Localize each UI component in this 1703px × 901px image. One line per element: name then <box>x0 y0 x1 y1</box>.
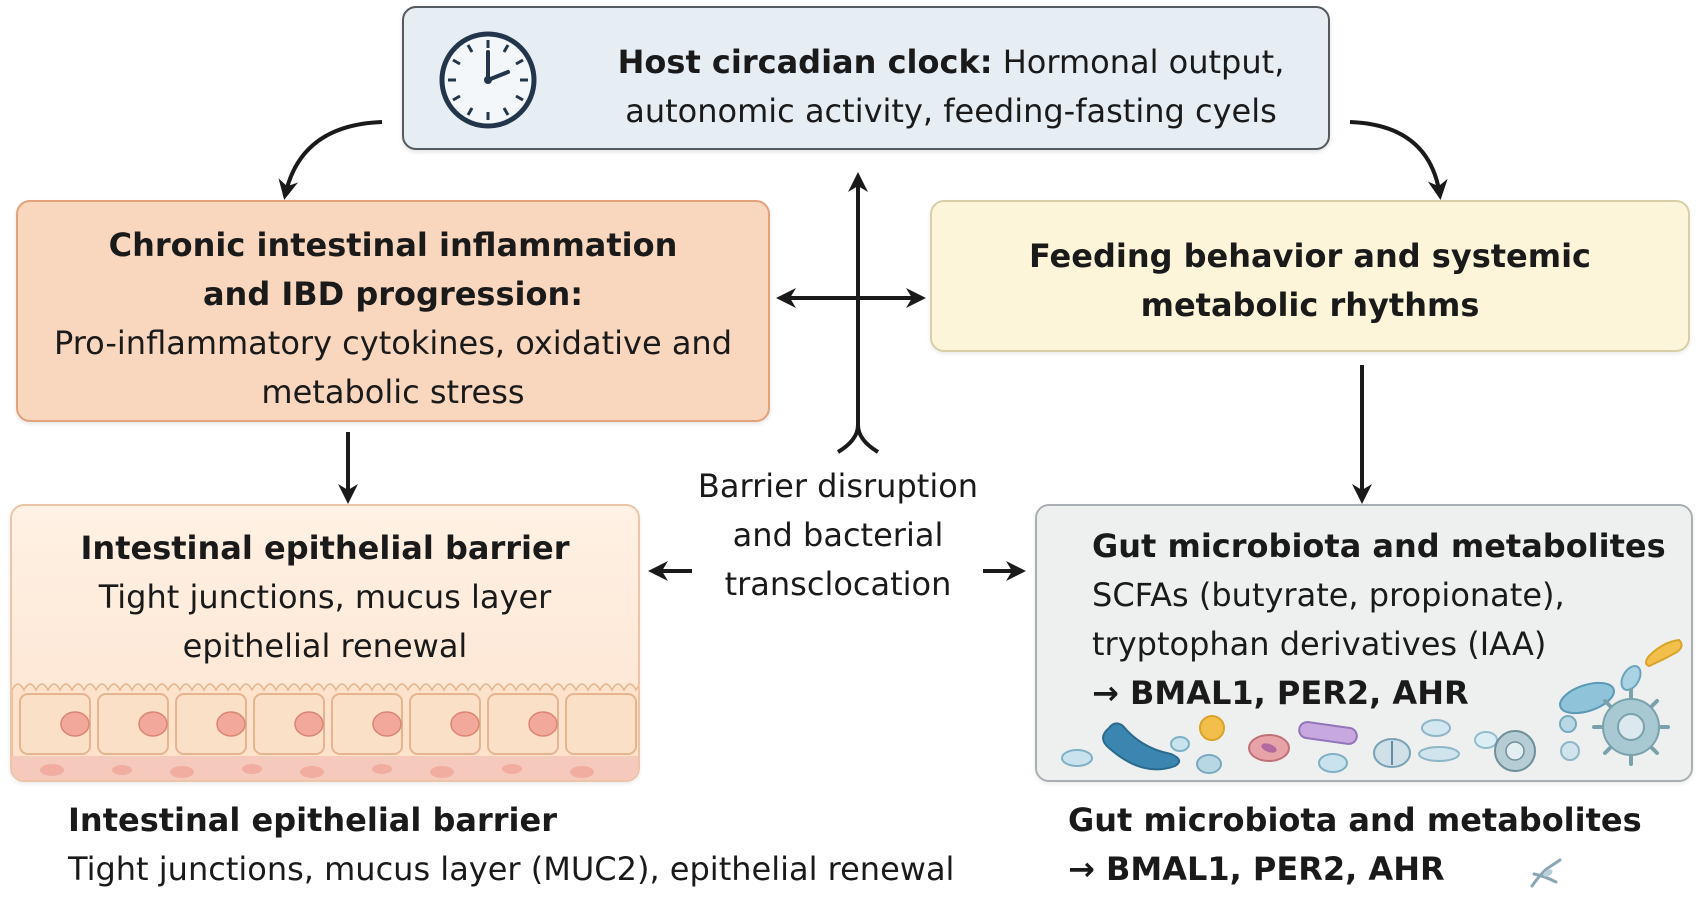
microbiota-box-line2: tryptophan derivatives (IAA) <box>1092 625 1547 663</box>
feeding-title-line1: Feeding behavior and systemic <box>1028 237 1592 275</box>
barrier-box-title: Intestinal epithelial barrier <box>80 529 570 567</box>
barrier-disruption-label: Barrier disruption and bacterial transcl… <box>683 462 993 609</box>
inflammation-box-text: Chronic intestinal inflammation and IBD … <box>18 221 768 417</box>
lower-left-title: Intestinal epithelial barrier <box>68 801 557 839</box>
inflammation-title-line2: and IBD progression: <box>202 275 584 313</box>
barrier-box-text: Intestinal epithelial barrier Tight junc… <box>12 524 638 671</box>
bacterium-icon <box>1530 858 1562 888</box>
clock-box-line2: autonomic activity, feeding-fasting cyel… <box>625 92 1277 130</box>
inflammation-line2: metabolic stress <box>261 373 525 411</box>
barrier-box-line1: Tight junctions, mucus layer <box>98 578 552 616</box>
arrow-clock-to-feeding <box>1349 120 1448 200</box>
arrow-fork-tail <box>836 424 880 454</box>
lower-right-caption: Gut microbiota and metabolites → BMAL1, … <box>1068 796 1642 894</box>
intestinal-epithelial-barrier-box: Intestinal epithelial barrier Tight junc… <box>10 504 640 782</box>
center-label-line2: and bacterial <box>732 516 944 554</box>
feeding-title-line2: metabolic rhythms <box>1140 286 1480 324</box>
microbiota-box-line1: SCFAs (butyrate, propionate), <box>1092 576 1565 614</box>
lower-left-line1: Tight junctions, mucus layer (MUC2), epi… <box>68 850 955 888</box>
feeding-box-text: Feeding behavior and systemic metabolic … <box>932 232 1688 330</box>
microbiota-box-title: Gut microbiota and metabolites <box>1092 527 1666 565</box>
lower-right-line1: → BMAL1, PER2, AHR <box>1068 850 1445 888</box>
inflammation-title-line1: Chronic intestinal inflammation <box>108 226 678 264</box>
microbes-illustration <box>1037 506 1691 780</box>
gut-microbiota-box: Gut microbiota and metabolites SCFAs (bu… <box>1035 504 1693 782</box>
clock-icon <box>439 31 537 129</box>
arrow-clock-to-inflammation <box>278 120 383 200</box>
epithelial-cells-illustration <box>12 506 638 780</box>
feeding-behavior-box: Feeding behavior and systemic metabolic … <box>930 200 1690 352</box>
lower-left-caption: Intestinal epithelial barrier Tight junc… <box>68 796 954 894</box>
center-label-line3: transclocation <box>724 565 952 603</box>
center-label-line1: Barrier disruption <box>697 467 979 505</box>
host-circadian-clock-box: Host circadian clock: Hormonal output, a… <box>402 6 1330 150</box>
clock-box-title: Host circadian clock: <box>617 43 993 81</box>
chronic-inflammation-box: Chronic intestinal inflammation and IBD … <box>16 200 770 422</box>
lower-right-title: Gut microbiota and metabolites <box>1068 801 1642 839</box>
clock-box-text: Host circadian clock: Hormonal output, a… <box>584 38 1318 136</box>
barrier-box-line2: epithelial renewal <box>182 627 468 665</box>
inflammation-line1: Pro-inflammatory cytokines, oxidative an… <box>53 324 733 362</box>
microbiota-box-text: Gut microbiota and metabolites SCFAs (bu… <box>1092 522 1681 718</box>
microbiota-box-line3: → BMAL1, PER2, AHR <box>1092 674 1469 712</box>
clock-box-line1: Hormonal output, <box>1002 43 1285 81</box>
